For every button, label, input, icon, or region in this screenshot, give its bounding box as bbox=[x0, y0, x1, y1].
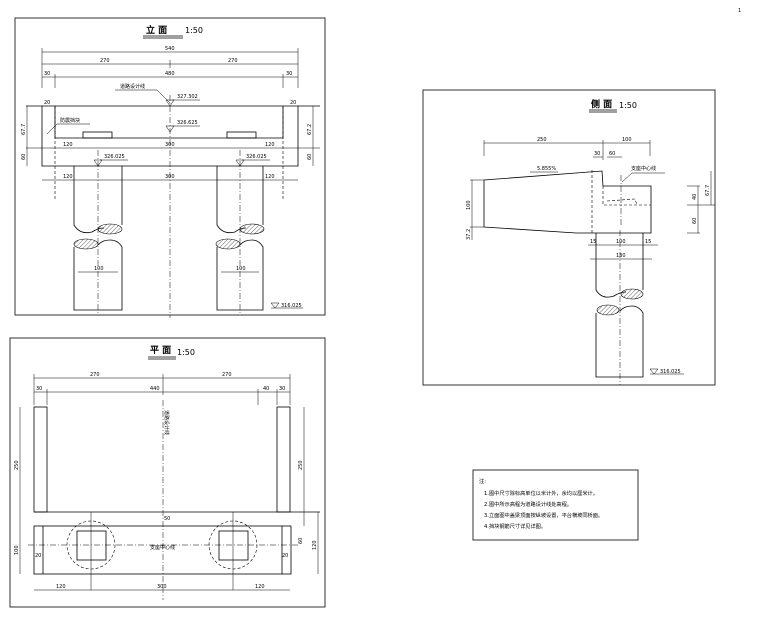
plan-edge-right: 20 bbox=[282, 553, 288, 559]
plan-dim-left: 30 bbox=[36, 386, 42, 392]
lower-dim-right: 120 bbox=[265, 174, 275, 180]
side-right-upper: 40 bbox=[692, 194, 698, 200]
note-item-2: 2.图中所示高程为道路设计线处高程。 bbox=[484, 500, 572, 508]
front-view: 立 面 1:50 540 270 270 30 480 30 道路设计线 327… bbox=[14, 17, 326, 318]
plan-right-height: 250 bbox=[298, 460, 304, 470]
elev-ground-front: 316.025 bbox=[281, 303, 302, 309]
plan-edge-left: 20 bbox=[35, 553, 41, 559]
column-dia-left: 100 bbox=[94, 266, 104, 272]
side-left-height: 100 bbox=[466, 200, 472, 210]
side-bottom-dim-middle: 100 bbox=[616, 239, 626, 245]
right-height-upper: 67.2 bbox=[307, 124, 313, 135]
plan-dim-half-left: 270 bbox=[90, 372, 100, 378]
plan-dim-middle: 440 bbox=[150, 386, 160, 392]
side-dim-cantilever: 250 bbox=[537, 137, 547, 143]
dim-right-block: 30 bbox=[286, 71, 292, 77]
column-side bbox=[595, 230, 644, 385]
plan-view: 平 面 1:50 270 270 30 440 40 30 道路设计线 支座中心… bbox=[9, 337, 326, 608]
lower-dim-middle: 300 bbox=[165, 174, 175, 180]
plan-left-height: 250 bbox=[14, 460, 20, 470]
upper-dim-right: 120 bbox=[265, 142, 275, 148]
plan-beam-width-left: 100 bbox=[14, 545, 20, 555]
plan-dim-half-right: 270 bbox=[222, 372, 232, 378]
elev-bottom-right: 326.025 bbox=[246, 154, 267, 160]
note-item-4: 4.挡块钢筋尺寸详见详图。 bbox=[484, 522, 546, 530]
bearing-pad-left bbox=[82, 131, 113, 139]
side-left-drop: 37.2 bbox=[466, 229, 472, 240]
block-width-left: 20 bbox=[44, 100, 50, 106]
bearing-pad-right bbox=[226, 131, 257, 139]
plan-beam-width-right: 120 bbox=[312, 540, 318, 550]
side-view-frame bbox=[422, 89, 716, 386]
plan-bottom-dim-right: 120 bbox=[255, 584, 265, 590]
notes-box: 注: 1.图中尺寸除标高单位以米计外，余均以厘米计。 2.图中所示高程为道路设计… bbox=[472, 469, 639, 541]
elev-top: 327.302 bbox=[177, 94, 198, 100]
side-right-total: 67.7 bbox=[705, 185, 711, 196]
elev-seat: 326.625 bbox=[177, 120, 198, 126]
bearing-square-left bbox=[76, 530, 107, 561]
side-dim-cap: 100 bbox=[622, 137, 632, 143]
column-outline-right bbox=[208, 520, 258, 570]
upper-dim-left: 120 bbox=[63, 142, 73, 148]
elev-bottom-left: 326.025 bbox=[104, 154, 125, 160]
plan-road-centerline-label: 道路设计线 bbox=[163, 410, 170, 435]
plan-dim-right: 30 bbox=[279, 386, 285, 392]
bearing-square-right bbox=[218, 530, 249, 561]
column-dia-right: 100 bbox=[236, 266, 246, 272]
plan-block-left bbox=[33, 406, 48, 513]
road-centerline-label: 道路设计线 bbox=[120, 83, 145, 90]
column-right-front bbox=[215, 150, 265, 315]
dim-left-block: 30 bbox=[44, 71, 50, 77]
plan-view-scale: 1:50 bbox=[177, 348, 195, 357]
block-label: 防震挡块 bbox=[60, 117, 80, 124]
side-view: 侧 面 1:50 250 100 30 60 5.855% 支座中心线 100 … bbox=[422, 89, 716, 386]
dim-half-right: 270 bbox=[228, 58, 238, 64]
dim-total: 540 bbox=[165, 46, 175, 52]
page-number: 1 bbox=[738, 8, 741, 14]
plan-bottom-dim-left: 120 bbox=[56, 584, 66, 590]
plan-block-right bbox=[276, 406, 291, 513]
side-bottom-dim-left: 15 bbox=[590, 239, 596, 245]
plan-right-inner: 60 bbox=[298, 538, 304, 544]
note-item-3: 3.立面图中盖梁顶面按纵坡设置，平台横坡同桥面。 bbox=[484, 511, 603, 519]
plan-bottom-dim-middle: 300 bbox=[157, 584, 167, 590]
center-mark: 50 bbox=[164, 516, 170, 522]
plan-cap-beam bbox=[33, 525, 292, 575]
plan-view-title: 平 面 bbox=[150, 345, 171, 356]
front-view-title: 立 面 bbox=[146, 24, 167, 36]
dim-half-left: 270 bbox=[100, 58, 110, 64]
note-item-1: 1.图中尺寸除标高单位以米计外，余均以厘米计。 bbox=[484, 489, 598, 497]
side-dim-seat: 60 bbox=[609, 151, 615, 157]
left-height-upper: 67.7 bbox=[21, 124, 27, 135]
cap-beam-front bbox=[26, 95, 320, 318]
upper-dim-middle: 300 bbox=[165, 142, 175, 148]
column-outline-left bbox=[66, 520, 116, 570]
block-width-right: 20 bbox=[290, 100, 296, 106]
plan-view-frame bbox=[9, 337, 326, 608]
column-left-front bbox=[73, 150, 123, 315]
side-view-title: 侧 面 bbox=[591, 98, 612, 110]
bearing-centerline-label: 支座中心线 bbox=[150, 544, 175, 551]
front-view-scale: 1:50 bbox=[185, 26, 203, 35]
side-bottom-dim-right: 15 bbox=[645, 239, 651, 245]
side-bearing-label: 支座中心线 bbox=[631, 165, 656, 172]
dim-middle: 480 bbox=[165, 71, 175, 77]
plan-dim-right-inner: 40 bbox=[263, 386, 269, 392]
right-height-lower: 60 bbox=[307, 154, 313, 160]
slope-label: 5.855% bbox=[537, 166, 556, 172]
left-height-lower: 60 bbox=[21, 154, 27, 160]
front-top-dimensions: 540 270 270 30 480 30 bbox=[41, 46, 299, 88]
lower-dim-left: 120 bbox=[63, 174, 73, 180]
side-view-scale: 1:50 bbox=[619, 101, 637, 110]
side-right-lower: 60 bbox=[692, 218, 698, 224]
elev-ground-side: 316.025 bbox=[660, 369, 681, 375]
side-bottom-total: 130 bbox=[616, 253, 626, 259]
side-dim-offset: 30 bbox=[594, 151, 600, 157]
cap-beam-side bbox=[483, 170, 652, 234]
notes-heading: 注: bbox=[479, 477, 486, 485]
